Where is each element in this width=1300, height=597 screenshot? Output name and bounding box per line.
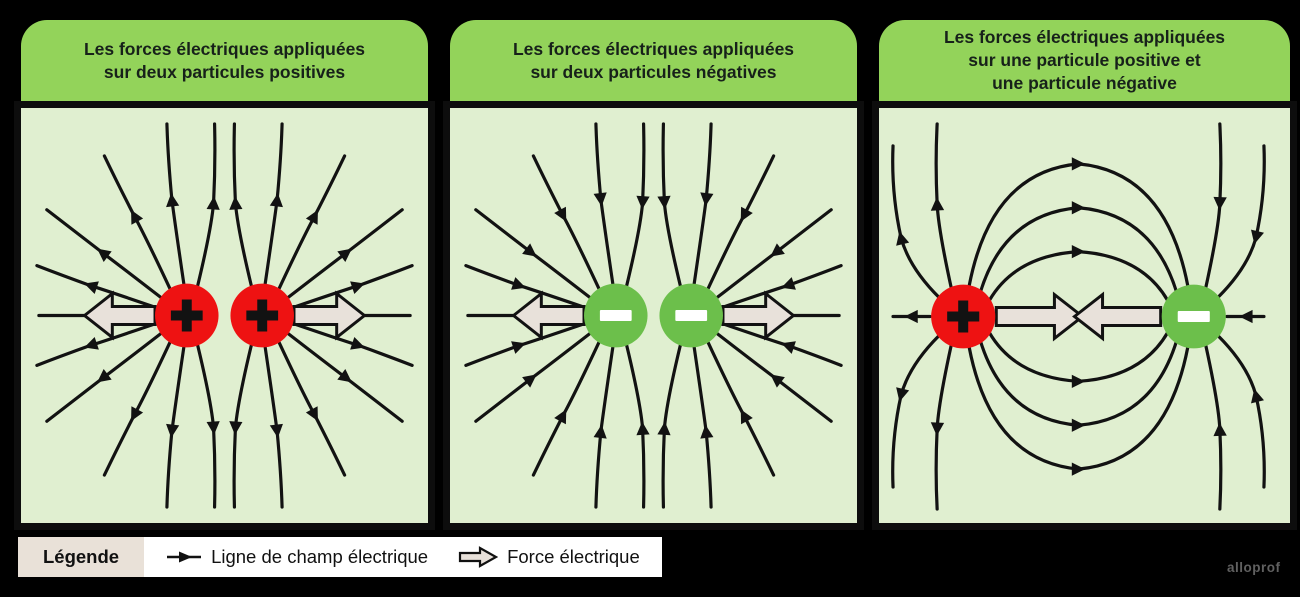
panels-row: Les forces électriques appliquées sur de…	[14, 20, 1297, 530]
legend-item-force: Force électrique	[458, 546, 640, 568]
panel-positive-negative: Les forces électriques appliquées sur un…	[872, 20, 1297, 530]
field-line-icon	[167, 551, 202, 563]
legend-title: Légende	[18, 537, 145, 577]
legend: Légende Ligne de champ électrique Force …	[18, 537, 662, 577]
field-diagram-positive-negative	[872, 101, 1297, 530]
watermark-alloprof: alloprof	[1227, 560, 1281, 575]
field-lines-two-positive-svg	[35, 122, 414, 509]
panel-two-negative: Les forces électriques appliquées sur de…	[443, 20, 864, 530]
panel-title-positive-negative: Les forces électriques appliquées sur un…	[879, 20, 1290, 101]
panel-two-positive: Les forces électriques appliquées sur de…	[14, 20, 435, 530]
legend-body: Ligne de champ électrique Force électriq…	[144, 537, 662, 577]
legend-item-label: Ligne de champ électrique	[211, 546, 429, 567]
legend-item-label: Force électrique	[507, 546, 640, 567]
legend-item-field-line: Ligne de champ électrique	[166, 546, 428, 568]
field-diagram-two-positive	[14, 101, 435, 530]
panel-title-two-negative: Les forces électriques appliquées sur de…	[450, 20, 857, 101]
field-diagram-two-negative	[443, 101, 864, 530]
force-arrow-icon	[458, 546, 499, 568]
field-lines-two-negative-svg	[464, 122, 843, 509]
field-lines-positive-negative-svg	[891, 122, 1266, 511]
panel-title-two-positive: Les forces électriques appliquées sur de…	[21, 20, 428, 101]
